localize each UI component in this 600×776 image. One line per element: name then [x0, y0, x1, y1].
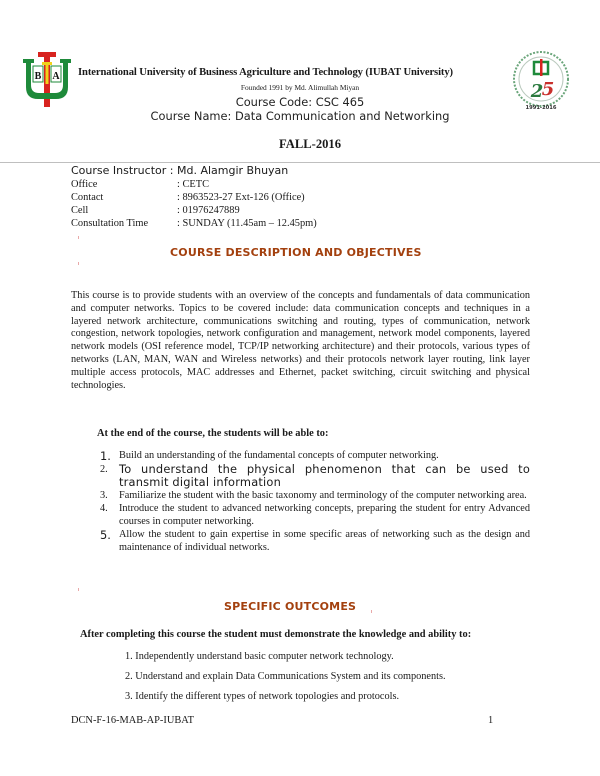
objective-item: 4. Introduce the student to advanced net… [100, 503, 530, 528]
formatting-mark [78, 588, 79, 591]
info-value: : 8963523-27 Ext-126 (Office) [177, 192, 305, 203]
info-label: Course Instructor [71, 164, 167, 177]
info-value: : SUNDAY (11.45am – 12.45pm) [177, 218, 317, 229]
anniversary-seal-icon: 2 5 1991-2016 [513, 51, 569, 111]
info-label: Consultation Time [71, 218, 149, 229]
course-description-paragraph: This course is to provide students with … [71, 290, 530, 391]
objective-text: To understand the physical phenomenon th… [119, 461, 530, 489]
objective-item: 3. Familiarize the student with the basi… [100, 490, 530, 503]
svg-text:5: 5 [542, 79, 555, 100]
course-name: Course Name: Data Communication and Netw… [150, 109, 450, 123]
info-row-office: Office : CETC [71, 179, 209, 190]
svg-text:B: B [35, 71, 42, 82]
outcomes-intro: After completing this course the student… [80, 629, 472, 640]
formatting-mark [78, 262, 79, 265]
iubat-logo-icon: B A [23, 52, 71, 107]
info-row-instructor: Course Instructor : Md. Alamgir Bhuyan [71, 164, 288, 177]
svg-text:2: 2 [530, 81, 544, 102]
objective-number: 5. [100, 528, 111, 543]
objective-number: 1. [100, 449, 111, 463]
objective-item: 5. Allow the student to gain expertise i… [100, 529, 530, 554]
specific-outcomes-heading: SPECIFIC OUTCOMES [224, 600, 357, 613]
info-value: : Md. Alamgir Bhuyan [169, 164, 289, 177]
objectives-list: 1. Build an understanding of the fundame… [100, 450, 530, 555]
info-row-contact: Contact : 8963523-27 Ext-126 (Office) [71, 192, 305, 203]
outcome-item: 2. Understand and explain Data Communica… [125, 671, 446, 682]
header-divider [0, 162, 600, 163]
info-label: Cell [71, 205, 89, 216]
founded-line: Founded 1991 by Md. Alimullah Miyan [240, 83, 360, 92]
term-title: FALL-2016 [278, 137, 342, 151]
info-value: : 01976247889 [177, 205, 240, 216]
objective-number: 3. [100, 489, 108, 501]
page-number: 1 [488, 715, 494, 726]
formatting-mark [371, 610, 372, 613]
info-row-consultation: Consultation Time : SUNDAY (11.45am – 12.… [71, 218, 317, 229]
info-value: : CETC [177, 179, 210, 190]
info-row-cell: Cell : 01976247889 [71, 205, 240, 216]
objective-text: Introduce the student to advanced networ… [119, 503, 530, 527]
outcome-item: 3. Identify the different types of netwo… [125, 691, 400, 702]
svg-text:1991-2016: 1991-2016 [525, 105, 556, 111]
course-code: Course Code: CSC 465 [235, 95, 365, 109]
svg-text:A: A [52, 71, 60, 82]
objective-item: 2. To understand the physical phenomenon… [100, 461, 530, 489]
objective-number: 4. [100, 503, 108, 515]
info-label: Office [71, 179, 98, 190]
objective-item: 1. Build an understanding of the fundame… [100, 450, 530, 463]
formatting-mark [78, 236, 79, 239]
university-name: International University of Business Agr… [78, 67, 453, 78]
info-label: Contact [71, 192, 104, 203]
objective-text: Familiarize the student with the basic t… [119, 489, 527, 501]
objective-number: 2. [100, 463, 108, 475]
anniversary-seal: 2 5 1991-2016 [510, 50, 572, 112]
objective-text: Allow the student to gain expertise in s… [119, 529, 530, 553]
objective-text: Build an understanding of the fundamenta… [119, 450, 439, 461]
footer-doc-code: DCN-F-16-MAB-AP-IUBAT [71, 715, 194, 726]
course-description-heading: COURSE DESCRIPTION AND OBJECTIVES [170, 246, 422, 259]
outcome-item: 1. Independently understand basic comput… [125, 651, 394, 662]
iubat-logo: B A [20, 50, 74, 108]
objectives-intro: At the end of the course, the students w… [97, 428, 329, 439]
